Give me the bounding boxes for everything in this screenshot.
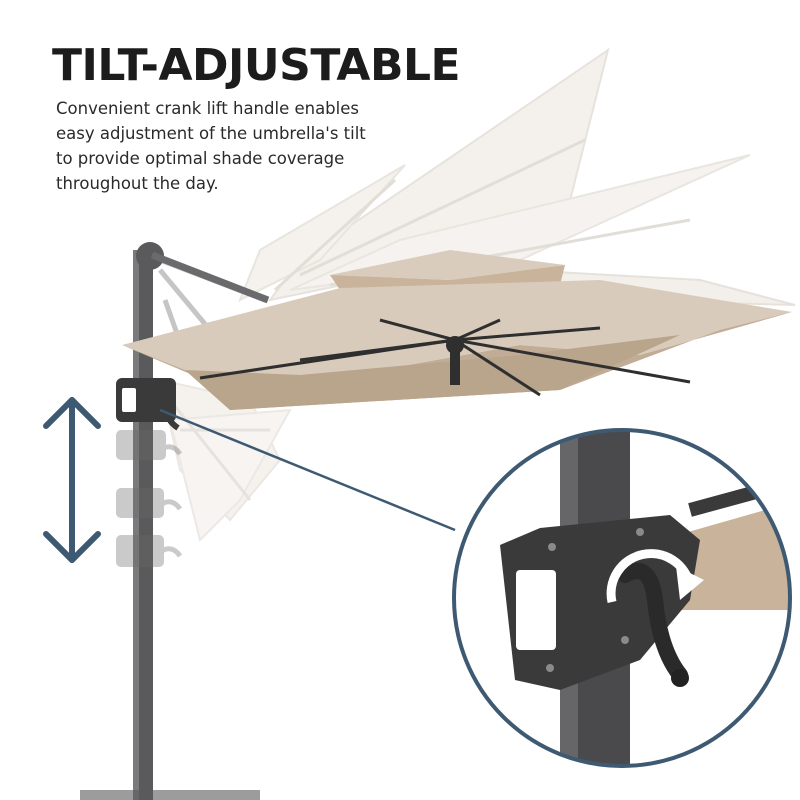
up-down-arrow-icon xyxy=(43,397,101,563)
description-line: Convenient crank lift handle enables xyxy=(56,99,359,118)
headline: TILT-ADJUSTABLE xyxy=(52,40,461,91)
ghost-canopies xyxy=(238,47,796,306)
ghost-lower-canopies xyxy=(158,378,292,542)
crank-bracket-small xyxy=(116,378,180,431)
description-line: to provide optimal shade coverage xyxy=(56,149,345,168)
main-canopy xyxy=(122,250,792,410)
feature-description: Convenient crank lift handle enables eas… xyxy=(56,96,376,196)
rotate-arrow-icon xyxy=(606,549,704,603)
callout-line xyxy=(159,408,456,532)
description-line: throughout the day. xyxy=(56,174,219,193)
support-arm xyxy=(150,251,270,304)
ghost-crank-brackets xyxy=(116,430,183,567)
crank-detail-inset xyxy=(452,428,792,768)
description-line: easy adjustment of the umbrella's tilt xyxy=(56,124,366,143)
